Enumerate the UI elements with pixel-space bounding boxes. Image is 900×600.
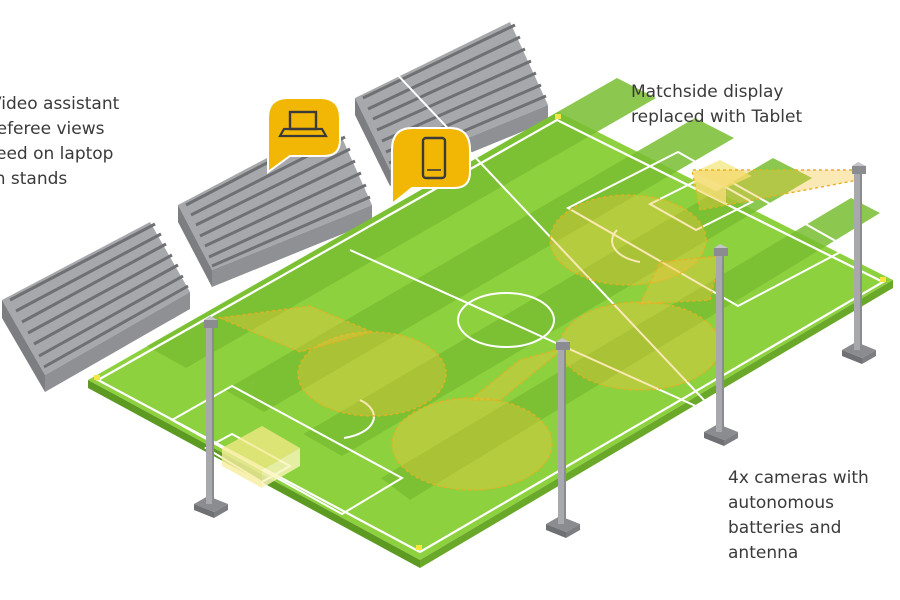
camera-cone-4 [691,169,859,211]
matchside-line: replaced with Tablet [631,107,803,127]
var-views-label: Video assistant referee views feed on la… [0,92,119,192]
laptop-icon [267,97,341,174]
coverage-zone-left [297,331,447,417]
cameras-line: antenna [728,543,799,563]
matchside-display-label: Matchside display replaced with Tablet [631,80,802,130]
camera-coverage [217,169,859,491]
var-views-line: referee views [0,119,105,139]
tablet-icon [391,127,471,207]
cameras-line: batteries and [728,518,842,538]
var-views-line: Video assistant [0,94,120,114]
camera-pole-1 [194,316,228,518]
camera-cone-1 [217,305,375,353]
goal-right [694,160,752,204]
goal-left [222,426,300,488]
centre-circle [457,292,555,348]
corner-flags [94,114,886,550]
var-views-line: in stands [0,169,68,189]
camera-pole-4 [842,162,876,364]
var-views-line: feed on laptop [0,144,114,164]
cameras-line: autonomous [728,493,835,513]
camera-cone-2 [638,255,721,305]
cameras-label: 4x cameras with autonomous batteries and… [728,466,869,566]
cameras-line: 4x cameras with [728,468,869,488]
coverage-zone-right [549,194,707,286]
coverage-zone-bottom [391,397,553,491]
coverage-zone-centre [559,301,721,391]
camera-pole-2 [546,338,580,538]
camera-cone-3 [468,347,565,401]
stand-left [2,222,190,392]
matchside-line: Matchside display [631,82,784,102]
camera-pole-3 [704,244,738,446]
goal-area-right [647,174,755,232]
